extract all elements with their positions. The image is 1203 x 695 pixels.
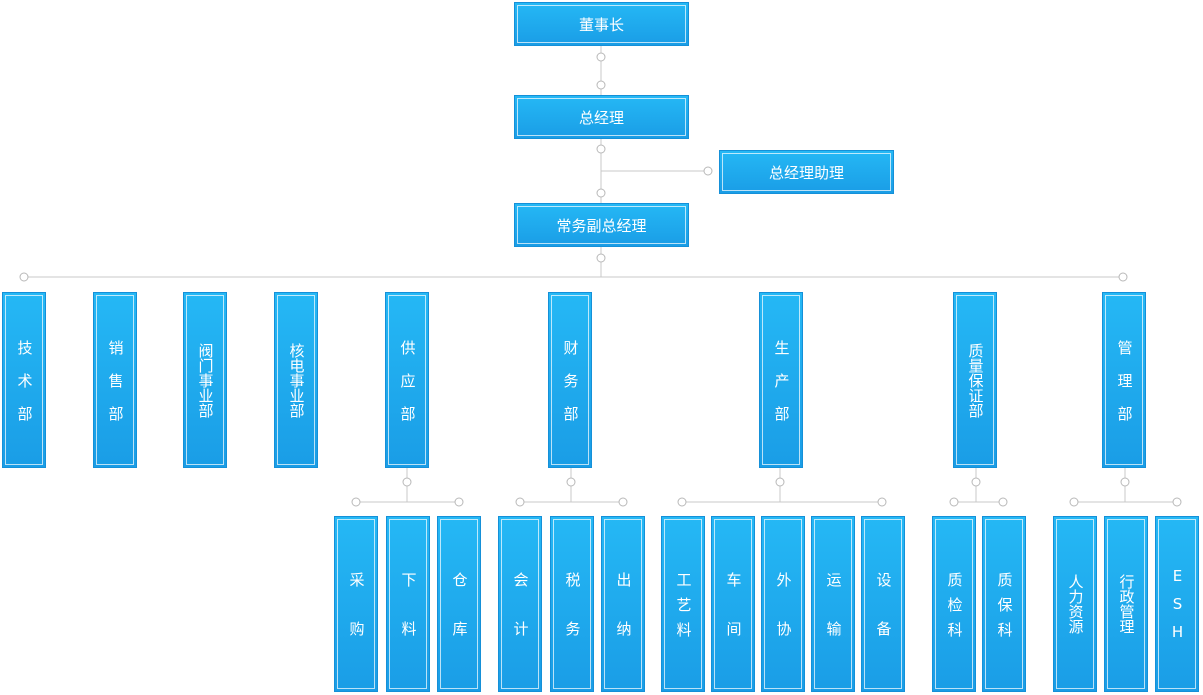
dept-label: 生产部: [772, 339, 791, 439]
sub-unit-label: 车间: [724, 572, 743, 670]
gm-assistant-box: 总经理助理: [719, 150, 894, 194]
chairman-label: 董事长: [578, 15, 624, 34]
sub-process: 工艺料: [661, 516, 705, 692]
dept-nuclear: 核电事业部: [274, 292, 318, 468]
sub-workshop: 车间: [711, 516, 755, 692]
sub-unit-label: 工艺料: [674, 571, 693, 647]
sub-unit-label: 仓库: [450, 572, 469, 670]
dept-label: 财务部: [561, 339, 580, 439]
sub-unit-label: 设备: [874, 572, 893, 670]
sub-unit-label: 采购: [347, 572, 366, 670]
sub-tax: 税务: [550, 516, 594, 692]
sub-qc: 质检科: [932, 516, 976, 692]
dept-finance: 财务部: [548, 292, 592, 468]
executive-vp-box: 常务副总经理: [514, 203, 689, 247]
sub-esh: ESH: [1155, 516, 1199, 692]
sub-outsourcing: 外协: [761, 516, 805, 692]
general-manager-label: 总经理: [578, 108, 624, 127]
sub-unit-label: ESH: [1168, 567, 1187, 651]
sub-cashier: 出纳: [601, 516, 645, 692]
dept-label: 核电事业部: [287, 342, 306, 418]
sub-hr: 人力资源: [1053, 516, 1097, 692]
dept-quality: 质量保证部: [953, 292, 997, 468]
sub-unit-label: 质保科: [995, 571, 1014, 647]
sub-unit-label: 行政管理: [1117, 574, 1136, 634]
dept-label: 管理部: [1115, 339, 1134, 439]
sub-qa: 质保科: [982, 516, 1026, 692]
dept-label: 供应部: [398, 339, 417, 439]
sub-unit-label: 出纳: [614, 572, 633, 670]
dept-supply: 供应部: [385, 292, 429, 468]
sub-unit-label: 会计: [511, 572, 530, 670]
chairman-box: 董事长: [514, 2, 689, 46]
sub-unit-label: 人力资源: [1066, 574, 1085, 634]
gm-assistant-label: 总经理助理: [768, 163, 844, 182]
sub-equipment: 设备: [861, 516, 905, 692]
dept-sales: 销售部: [93, 292, 137, 468]
general-manager-box: 总经理: [514, 95, 689, 139]
sub-admin: 行政管理: [1104, 516, 1148, 692]
executive-vp-label: 常务副总经理: [556, 216, 647, 235]
dept-tech: 技术部: [2, 292, 46, 468]
dept-label: 销售部: [106, 339, 125, 439]
sub-accounting: 会计: [498, 516, 542, 692]
sub-unit-label: 下料: [399, 572, 418, 670]
sub-unit-label: 外协: [774, 572, 793, 670]
sub-purchase: 采购: [334, 516, 378, 692]
dept-label: 阀门事业部: [196, 342, 215, 418]
sub-transport: 运输: [811, 516, 855, 692]
dept-production: 生产部: [759, 292, 803, 468]
sub-unit-label: 运输: [824, 572, 843, 670]
dept-label: 技术部: [15, 339, 34, 439]
sub-unit-label: 税务: [563, 572, 582, 670]
sub-cutting: 下料: [386, 516, 430, 692]
sub-unit-label: 质检科: [945, 571, 964, 647]
dept-label: 质量保证部: [966, 342, 985, 418]
sub-warehouse: 仓库: [437, 516, 481, 692]
dept-valve: 阀门事业部: [183, 292, 227, 468]
dept-management: 管理部: [1102, 292, 1146, 468]
